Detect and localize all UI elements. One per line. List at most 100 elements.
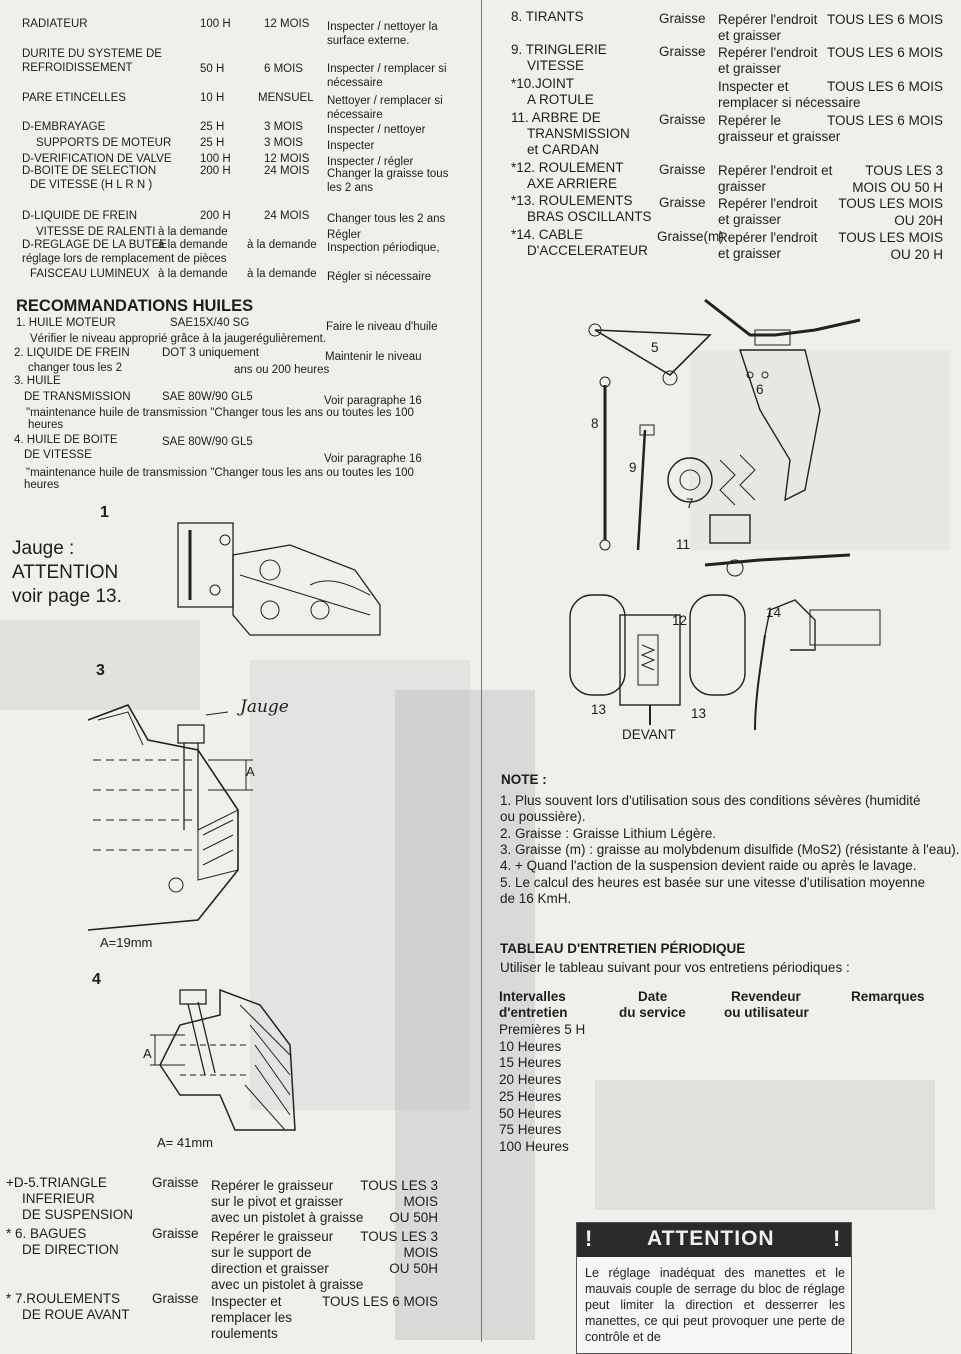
right-row-item: *12. ROULEMENT xyxy=(511,160,624,175)
right-row-action: graisseur et graisser xyxy=(718,129,841,144)
lower-row-item: * 7.ROULEMENTS xyxy=(6,1291,121,1306)
right-row-item: VITESSE xyxy=(527,58,585,73)
lower-row-lubricant: Graisse xyxy=(152,1226,199,1241)
left-row-hours: 25 H xyxy=(200,121,225,133)
lower-row-lubricant: Graisse xyxy=(152,1175,199,1190)
left-row-item: D-EMBRAYAGE xyxy=(22,121,106,133)
right-row-action: Repérer l'endroit et xyxy=(718,163,833,178)
right-row-item: D'ACCELERATEUR xyxy=(527,243,648,258)
oil-line: DE VITESSE xyxy=(24,449,92,461)
lower-row-item: * 6. BAGUES xyxy=(6,1226,87,1241)
oil-line: 4. HUILE DE BOITE xyxy=(14,434,118,446)
right-row-action: et graisser xyxy=(718,61,782,76)
oil-line: SAE15X/40 SG xyxy=(170,317,250,329)
left-row-period: 12 MOIS xyxy=(264,18,310,30)
right-row-action: et graisser xyxy=(718,246,782,261)
right-row-action: Repérer l'endroit xyxy=(718,196,818,211)
left-row-hours: 100 H xyxy=(200,18,231,30)
right-row-action: et graisser xyxy=(718,212,782,227)
left-row-action: Régler xyxy=(327,229,361,241)
oil-line: Voir paragraphe 16 xyxy=(324,395,422,407)
left-row-hours: 25 H xyxy=(200,137,225,149)
right-row-frequency: MOIS OU 50 H xyxy=(852,180,943,195)
oil-line: SAE 80W/90 GL5 xyxy=(162,436,253,448)
right-row-action: Repérer le xyxy=(718,113,782,128)
parts-diagram xyxy=(569,298,881,731)
lower-row-item: DE ROUE AVANT xyxy=(22,1307,130,1322)
jauge-note-line1: Jauge : xyxy=(12,538,75,559)
periodic-header: d'entretien xyxy=(499,1005,568,1020)
lower-row-action: Repérer le graisseur xyxy=(211,1178,334,1193)
right-row-lubricant: Graisse xyxy=(659,44,706,59)
right-row-action: graisser xyxy=(718,179,767,194)
right-row-lubricant: Graisse xyxy=(659,195,706,210)
periodic-row: 15 Heures xyxy=(499,1055,562,1071)
oil-line: Voir paragraphe 16 xyxy=(324,453,422,465)
left-row-action: Inspecter / nettoyer la xyxy=(327,21,438,33)
left-row-action: Inspecter / régler xyxy=(327,156,414,168)
left-row-action: nécessaire xyxy=(327,109,383,121)
lower-row-action: sur le support de xyxy=(211,1245,312,1260)
left-row-action: Nettoyer / remplacer si xyxy=(327,95,443,107)
left-row-hours: à la demande xyxy=(158,268,228,280)
right-row-frequency: TOUS LES 6 MOIS xyxy=(826,12,943,27)
lower-row-frequency: TOUS LES 3 xyxy=(360,1178,438,1193)
left-row-item: D-VERIFICATION DE VALVE xyxy=(22,153,172,165)
lower-row-action: direction et graisser xyxy=(211,1261,329,1276)
periodic-header: Date xyxy=(638,989,668,1004)
oil-line: Vérifier le niveau approprié grâce à la … xyxy=(30,333,326,345)
lower-row-action: avec un pistolet à graisse xyxy=(211,1277,364,1292)
right-row-item: AXE ARRIERE xyxy=(527,176,618,191)
figure-3-drawing xyxy=(87,704,253,931)
periodic-row: 20 Heures xyxy=(499,1072,562,1088)
left-row-item: DURITE DU SYSTEME DE xyxy=(22,48,162,60)
oil-line: heures xyxy=(28,419,64,431)
left-row-period: 24 MOIS xyxy=(264,210,310,222)
note-line: ou poussière). xyxy=(500,809,586,825)
left-row-item: SUPPORTS DE MOTEUR xyxy=(36,137,172,149)
devant-label: DEVANT xyxy=(622,727,676,742)
periodic-header: Remarques xyxy=(851,989,925,1004)
note-line: de 16 KmH. xyxy=(500,890,572,906)
left-row-item: RADIATEUR xyxy=(22,18,88,30)
periodic-row: 10 Heures xyxy=(499,1038,562,1054)
lower-row-action: sur le pivot et graisser xyxy=(211,1194,344,1209)
left-row-action: Inspection périodique, xyxy=(327,242,440,254)
periodic-header: Revendeur xyxy=(731,989,801,1004)
note-line: 1. Plus souvent lors d'utilisation sous … xyxy=(500,793,921,808)
oil-line: ans ou 200 heures xyxy=(234,364,330,376)
periodic-row: 25 Heures xyxy=(499,1088,562,1104)
right-row-item: *10.JOINT xyxy=(511,76,575,91)
note-title: NOTE : xyxy=(501,772,547,787)
left-row-period: MENSUEL xyxy=(258,92,314,104)
left-row-period: à la demande xyxy=(247,268,317,280)
lower-row-item: +D-5.TRIANGLE xyxy=(6,1175,107,1190)
fig3-dimension: A=19mm xyxy=(100,935,153,950)
lower-row-action: roulements xyxy=(211,1326,278,1341)
oil-title: RECOMMANDATIONS HUILES xyxy=(16,297,254,315)
periodic-title: TABLEAU D'ENTRETIEN PÉRIODIQUE xyxy=(500,941,746,956)
oil-line: 2. LIQUIDE DE FREIN xyxy=(14,347,130,359)
part-label-5: 5 xyxy=(651,340,659,355)
fig1-number: 1 xyxy=(100,504,109,521)
right-row-frequency: TOUS LES 6 MOIS xyxy=(826,45,943,60)
right-row-lubricant: Graisse xyxy=(659,112,706,127)
right-row-action: Repérer l'endroit xyxy=(718,12,818,27)
right-row-action: remplacer si nécessaire xyxy=(718,95,861,110)
left-row-action: nécessaire xyxy=(327,77,383,89)
oil-line: 3. HUILE xyxy=(14,375,61,387)
fig3-number: 3 xyxy=(96,662,105,679)
part-label-7: 7 xyxy=(686,496,694,511)
left-row-hours: 200 H xyxy=(200,165,231,177)
lower-row-action: avec un pistolet à graisse xyxy=(211,1210,364,1225)
left-row-item: VITESSE DE RALENTI xyxy=(36,226,156,238)
note-line: 4. + Quand l'action de la suspension dev… xyxy=(500,858,917,874)
lower-row-frequency: OU 50H xyxy=(389,1261,438,1276)
jauge-note-line3: voir page 13. xyxy=(12,586,122,607)
left-row-item: réglage lors de remplacement de pièces xyxy=(22,253,227,265)
lower-row-action: Inspecter et xyxy=(211,1294,282,1309)
right-row-action: Repérer l'endroit xyxy=(718,230,818,245)
left-row-item: DE VITESSE (H L R N ) xyxy=(30,179,153,191)
left-row-item: D-REGLAGE DE LA BUTEE xyxy=(22,239,168,251)
left-row-action: les 2 ans xyxy=(327,182,374,194)
